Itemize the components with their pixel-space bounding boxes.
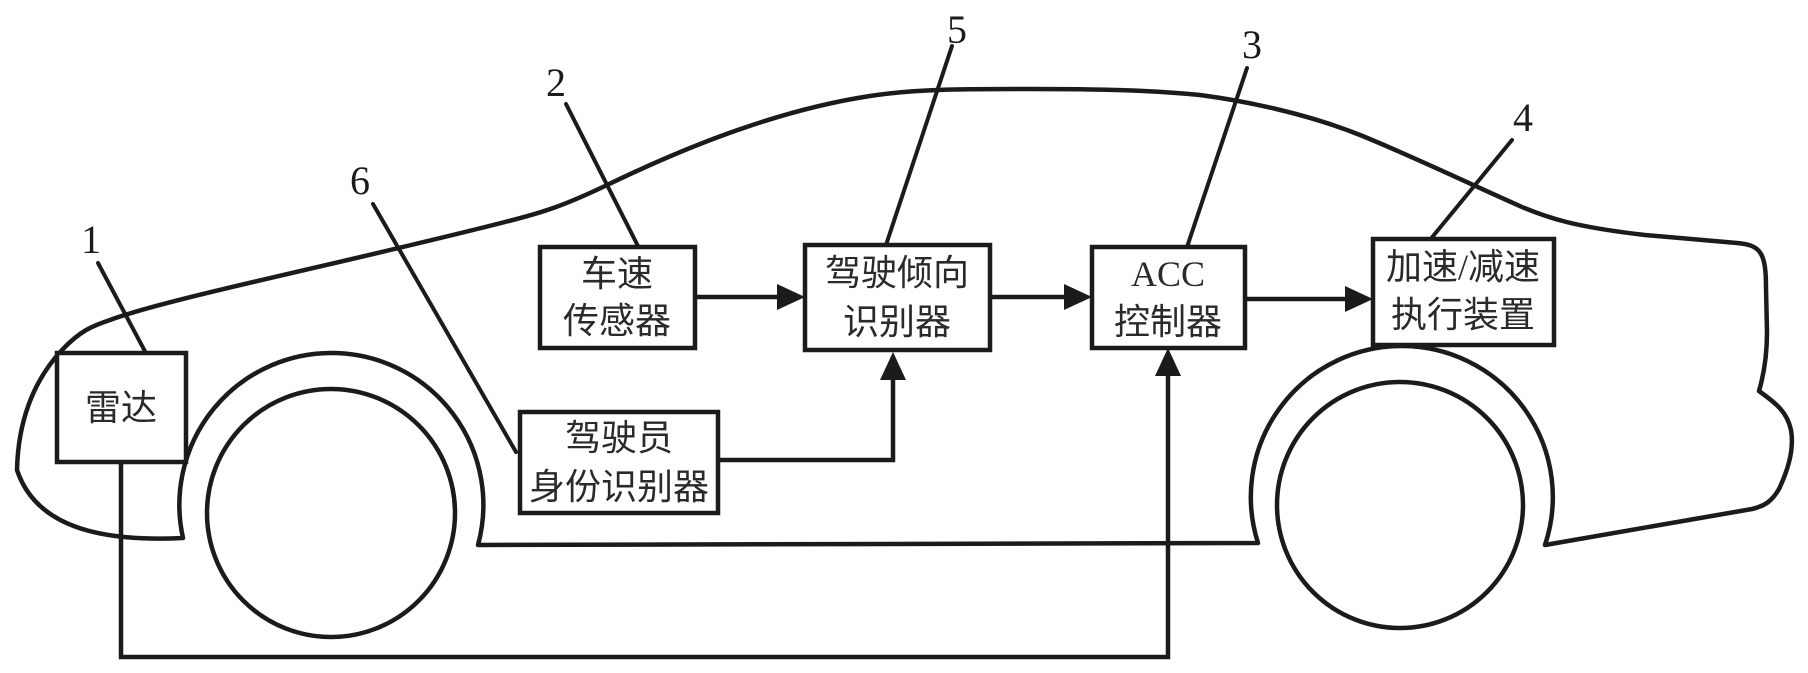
ref-label-5: 5	[947, 7, 967, 52]
arrow-radar-to-acc	[118, 348, 1181, 660]
ref-label-1: 1	[81, 217, 101, 262]
block-driver-identity-line2: 身份识别器	[529, 467, 709, 507]
block-radar	[54, 350, 189, 465]
block-actuator-line1: 加速/减速	[1386, 247, 1540, 287]
block-acc-controller-line2: 控制器	[1114, 302, 1222, 342]
block-driver-identity-line1: 驾驶员	[565, 418, 673, 458]
front-wheel-circle	[204, 386, 458, 640]
arrow-acc-to-actuator	[1245, 286, 1373, 312]
block-driving-tendency-line1: 驾驶倾向	[825, 253, 969, 293]
arrow-identity-to-tendency	[718, 352, 906, 463]
block-actuator	[1370, 236, 1557, 348]
ref-leader-6	[371, 202, 518, 454]
block-speed-sensor-line1: 车速	[581, 254, 653, 294]
block-actuator-line2: 执行装置	[1391, 295, 1535, 335]
block-driving-tendency	[802, 242, 993, 353]
block-radar-label: 雷达	[85, 388, 157, 428]
block-acc-controller	[1089, 244, 1248, 351]
arrow-tendency-to-acc	[990, 284, 1092, 310]
block-speed-sensor-line2: 传感器	[563, 301, 671, 341]
ref-leader-2	[564, 102, 642, 252]
ref-leader-5	[881, 44, 954, 256]
block-speed-sensor	[537, 244, 698, 351]
block-acc-controller-line1: ACC	[1131, 254, 1205, 294]
block-driver-identity	[517, 409, 721, 516]
ref-label-4: 4	[1513, 95, 1533, 140]
ref-label-2: 2	[546, 60, 566, 105]
arrow-speed-to-tendency	[695, 284, 805, 310]
ref-leader-1	[96, 261, 150, 359]
ref-leader-4	[1427, 138, 1514, 243]
ref-label-3: 3	[1242, 22, 1262, 67]
block-driving-tendency-line2: 识别器	[843, 302, 951, 342]
ref-label-6: 6	[350, 158, 370, 203]
car-outline	[14, 86, 1795, 548]
ref-leader-3	[1182, 66, 1249, 258]
rear-wheel-circle	[1274, 379, 1526, 631]
